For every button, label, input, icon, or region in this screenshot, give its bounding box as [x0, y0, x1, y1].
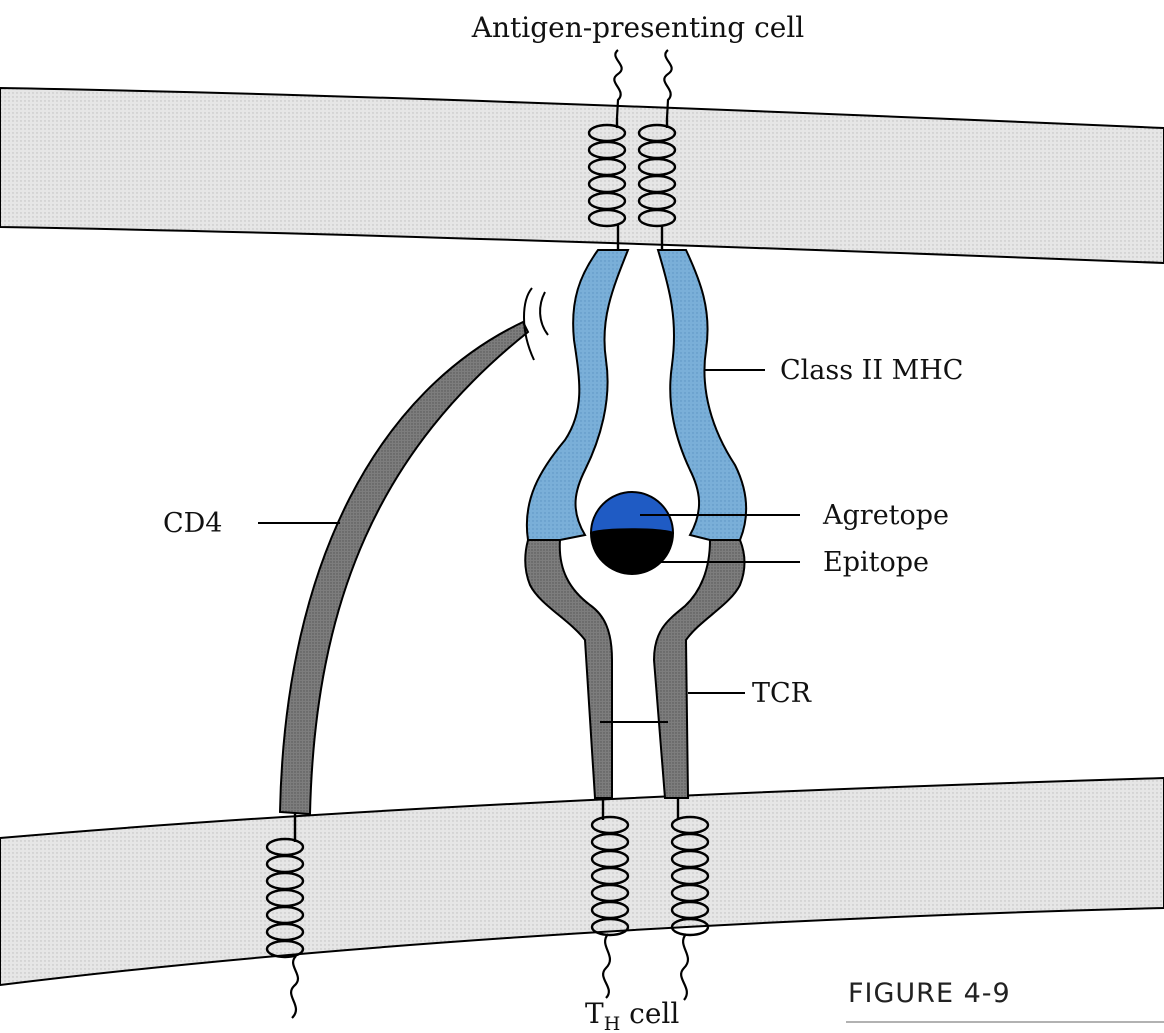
tcr: [525, 540, 744, 798]
th-cell-label: TH cell: [585, 997, 679, 1033]
apc-membrane: [0, 88, 1164, 263]
class-ii-mhc-label: Class II MHC: [780, 355, 963, 386]
epitope-label: Epitope: [823, 547, 929, 578]
agretope-label: Agretope: [822, 500, 949, 531]
epitope-region: [591, 529, 673, 574]
tcr-label: TCR: [752, 678, 812, 709]
figure-number: FIGURE 4-9: [848, 978, 1011, 1009]
th-cell-label-rest: cell: [620, 997, 679, 1030]
cd4-label: CD4: [163, 508, 222, 539]
cd4: [280, 288, 548, 814]
th-cell-label-subscript: H: [604, 1013, 621, 1033]
t-cell-membrane: [0, 778, 1164, 985]
apc-label: Antigen-presenting cell: [471, 11, 805, 44]
th-cell-label-main: T: [585, 997, 604, 1030]
agretope-region: [591, 492, 673, 533]
